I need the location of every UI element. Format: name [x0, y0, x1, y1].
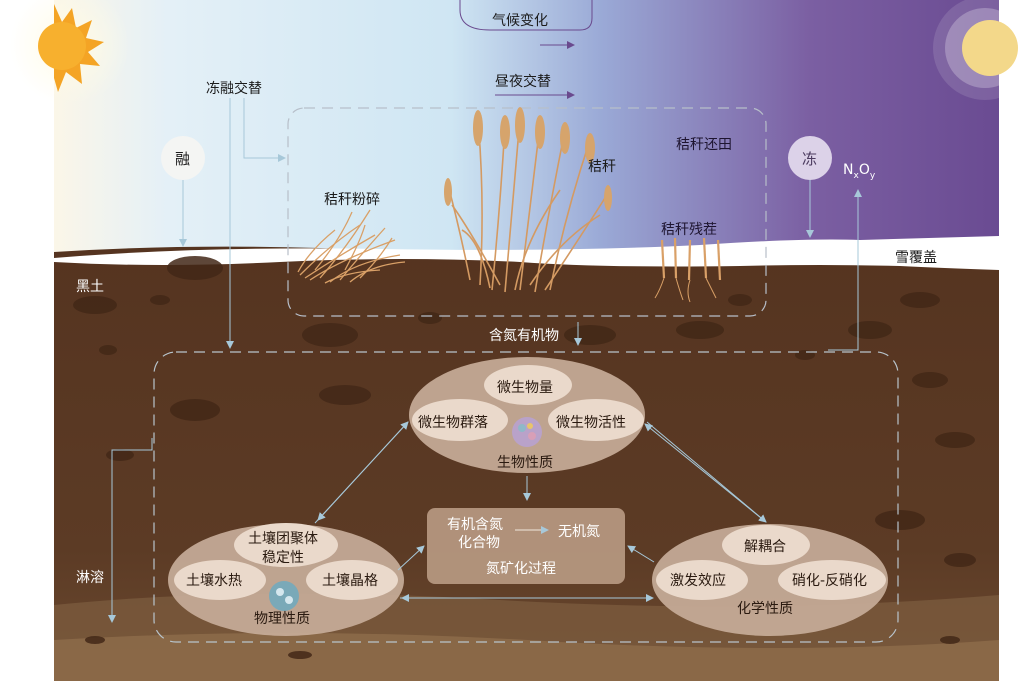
leaching-arrow: [108, 438, 153, 623]
straw-label: 秸秆: [588, 159, 616, 175]
lattice-label: 土壤晶格: [322, 573, 378, 589]
sun-icon: [10, 0, 130, 105]
sky: [54, 0, 999, 258]
nitrification-label: 硝化-反硝化: [792, 573, 868, 589]
organic-n-label-1: 有机含氮: [447, 517, 503, 533]
leaching-label: 淋溶: [76, 570, 104, 586]
black-soil-label: 黑土: [76, 279, 104, 295]
decoupling-label: 解耦合: [744, 539, 786, 555]
n-organic-label: 含氮有机物: [489, 328, 559, 344]
mineralization-title: 氮矿化过程: [486, 561, 556, 577]
nox-arrow: [828, 189, 862, 351]
hydrothermal-label: 土壤水热: [186, 573, 242, 589]
straw-crushed-label: 秸秆粉碎: [324, 192, 380, 208]
organic-n-label-2: 化合物: [458, 535, 500, 551]
straw-return-label: 秸秆还田: [676, 137, 732, 153]
moon-icon: [933, 0, 1029, 100]
chem-property-title: 化学性质: [737, 601, 793, 617]
microbial-biomass-label: 微生物量: [497, 380, 553, 396]
aggregate-stability-label-1: 土壤团聚体: [248, 531, 318, 547]
thaw-circle: [161, 136, 205, 180]
microbial-activity-label: 微生物活性: [556, 415, 626, 431]
inorganic-n-label: 无机氮: [558, 524, 600, 540]
thaw-label: 融: [175, 150, 191, 168]
aggregate-stability-label-2: 稳定性: [262, 550, 304, 566]
chem-bubble: [652, 524, 888, 636]
grain-heads: [444, 107, 612, 211]
mineral-box: [427, 508, 625, 584]
straw-crushed: [297, 209, 406, 284]
nox-label: NxOy: [843, 162, 876, 181]
bio-bubble: [409, 357, 645, 473]
soil-texture: [73, 256, 976, 659]
microbial-community-label: 微生物群落: [418, 415, 488, 431]
snow-cover-label: 雪覆盖: [895, 250, 937, 266]
bio-property-title: 生物性质: [497, 455, 553, 471]
straw-stubble: [654, 237, 722, 303]
freeze-circle: [788, 136, 832, 180]
connector-arrows: [314, 421, 767, 602]
day-night-label: 昼夜交替: [495, 74, 551, 90]
climate-change-arrow: [459, 0, 593, 31]
climate-change-label: 气候变化: [492, 13, 548, 29]
straw-stubble-label: 秸秆残茬: [661, 222, 717, 238]
freeze-thaw-label: 冻融交替: [206, 81, 262, 97]
phys-property-title: 物理性质: [254, 611, 310, 627]
freeze-label: 冻: [802, 150, 818, 168]
soil-process-box: [153, 351, 899, 643]
phys-bubble: [168, 523, 404, 636]
straw-box: [287, 107, 767, 317]
priming-effect-label: 激发效应: [670, 573, 726, 589]
